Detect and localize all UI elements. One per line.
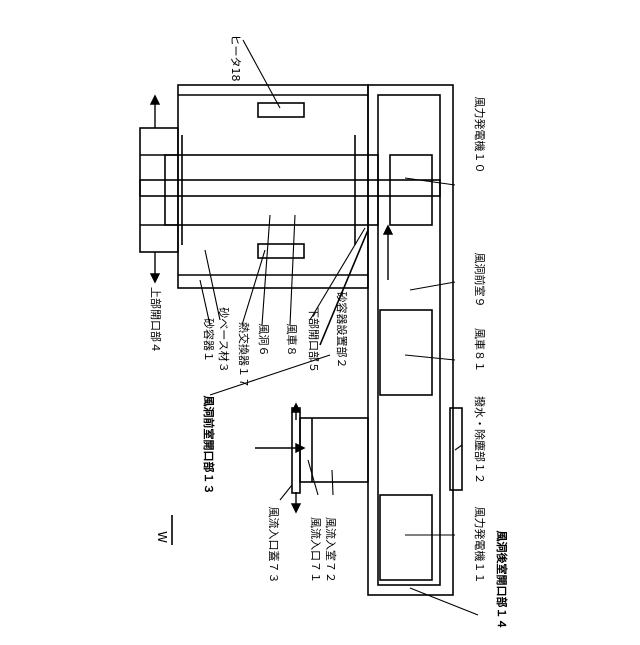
leader-bottom-chamber: [410, 282, 455, 290]
leader-heater: [243, 40, 280, 108]
label-vessel-mount: 砂容器設置部２: [335, 292, 349, 369]
label-generator-10: 風力発電機１０: [473, 97, 487, 174]
leader-inlet-chamber: [332, 470, 333, 495]
label-front-opening: 風洞前室開口部１３: [202, 396, 216, 495]
leader-duct: [262, 215, 270, 325]
label-top-opening: 上部開口部４: [149, 287, 163, 353]
arrow-down-inlet-head: [292, 504, 300, 512]
leader-generator-10: [405, 178, 455, 185]
label-w-mark: W: [155, 531, 169, 543]
leader-rear-opening: [410, 588, 478, 615]
fan-81-box: [380, 310, 432, 395]
leader-inlet: [308, 460, 318, 495]
arrow-up-right-head: [384, 226, 392, 234]
label-rear-opening: 風洞後室開口部１４: [495, 531, 509, 630]
generator-10-box: [390, 155, 432, 225]
label-inlet: 風流入口７１: [309, 517, 323, 583]
generator-11-box: [380, 495, 432, 580]
label-sand-base: 砂ベース材３: [217, 307, 231, 372]
lower-tunnel-inner: [378, 95, 440, 585]
label-heat-exchanger: 熱交換器１７: [237, 322, 251, 388]
label-generator-11: 風力発電機１１: [473, 507, 487, 584]
leader-inlet-cap: [280, 485, 292, 500]
leader-wind-wheel: [290, 215, 295, 325]
heater-element: [258, 103, 304, 117]
label-inlet-chamber: 風流入室７２: [324, 517, 338, 583]
leader-water-dust: [455, 445, 462, 450]
label-duct: 風洞６: [257, 324, 270, 357]
label-fan-81: 風車８１: [473, 328, 487, 372]
arrow-up-left-head: [151, 96, 159, 104]
central-shaft: [140, 180, 440, 196]
label-water-dust: 撥水・除塵部１２: [473, 396, 487, 484]
central-band: [165, 155, 378, 225]
top-opening-box: [140, 128, 178, 252]
label-wind-wheel: 風車８: [285, 324, 299, 357]
inlet-chamber: [300, 418, 368, 482]
label-inlet-cap: 風流入口蓋７３: [267, 507, 281, 584]
label-heater: ヒータ18: [229, 35, 242, 82]
label-bottom-chamber: 風洞前室９: [473, 253, 487, 308]
leader-fan-81: [405, 355, 455, 360]
label-lower-opening: 下部開口部５: [307, 307, 321, 373]
arrow-down-left-head: [151, 274, 159, 282]
label-sand-vessel: 砂容器１: [202, 318, 216, 362]
